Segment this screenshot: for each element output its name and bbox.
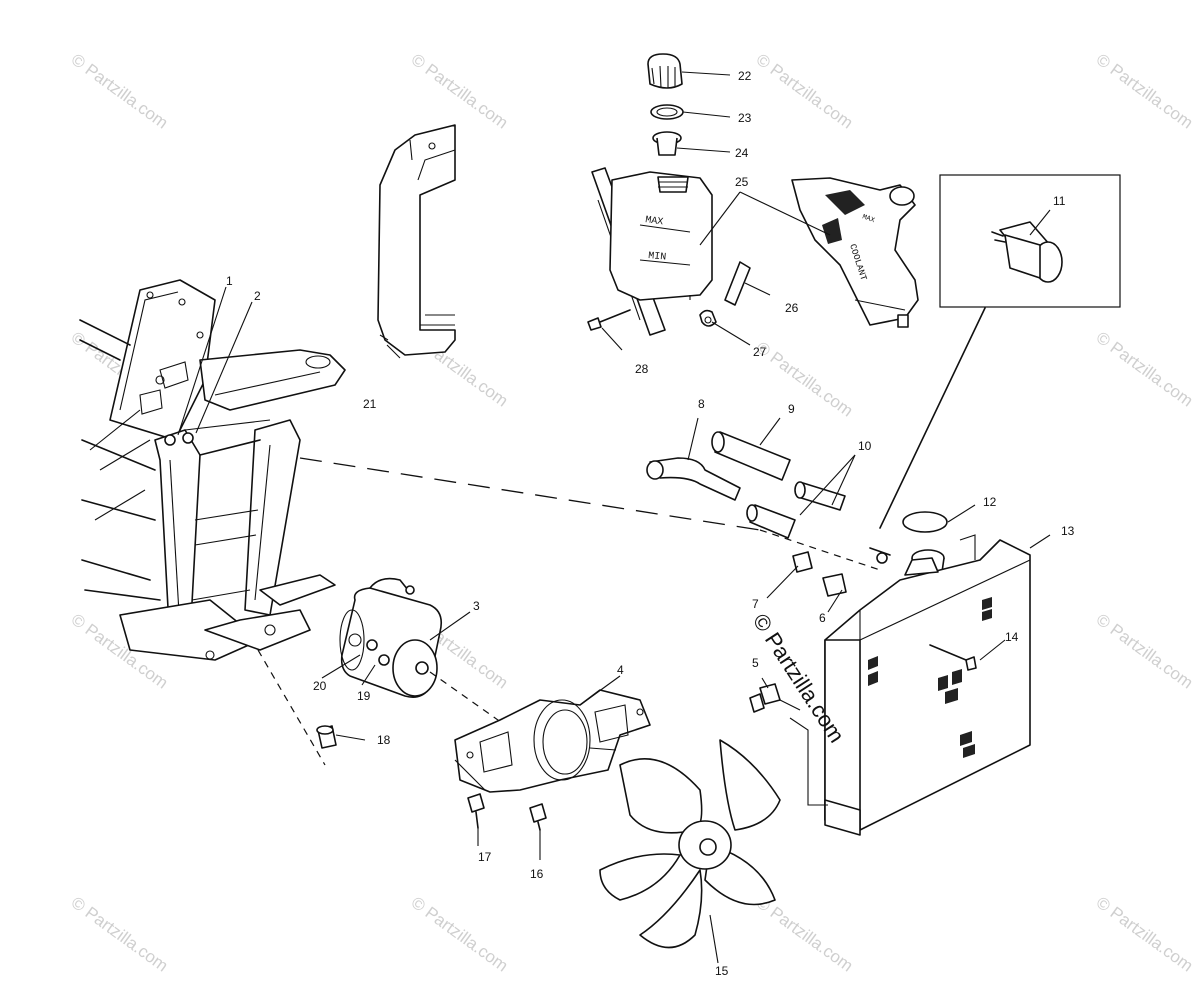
callout-8: 8	[698, 397, 705, 411]
callout-10: 10	[858, 439, 872, 453]
callout-13: 13	[1061, 524, 1075, 538]
watermark-text: © Partzilla.com	[753, 893, 857, 976]
callout-4: 4	[617, 663, 624, 677]
leader-lines	[177, 71, 1051, 964]
radiator	[824, 534, 1031, 836]
watermark-text: © Partzilla.com	[408, 50, 512, 133]
callout-19: 19	[357, 689, 371, 703]
callout-22: 22	[738, 69, 752, 83]
callout-24: 24	[735, 146, 749, 160]
callout-28: 28	[635, 362, 649, 376]
callout-5: 5	[752, 656, 759, 670]
callout-1: 1	[226, 274, 233, 288]
watermark-text: © Partzilla.com	[408, 893, 512, 976]
callout-11: 11	[1053, 194, 1066, 208]
callout-18: 18	[377, 733, 391, 747]
callout-15: 15	[715, 964, 729, 978]
coolant-bottle: COOLANT MAX	[791, 177, 919, 328]
watermark-text: © Partzilla.com	[68, 50, 172, 133]
callout-7: 7	[752, 597, 759, 611]
callout-6: 6	[819, 611, 826, 625]
tank-min-label: MIN	[648, 251, 667, 264]
callout-2: 2	[254, 289, 261, 303]
callout-21: 21	[363, 397, 377, 411]
watermark-text: © Partzilla.com	[753, 50, 857, 133]
callout-14: 14	[1005, 630, 1019, 644]
fittings-group	[792, 551, 847, 597]
callout-27: 27	[753, 345, 767, 359]
fan-blade	[599, 739, 781, 949]
hoses-group	[646, 431, 846, 539]
callout-17: 17	[478, 850, 492, 864]
bracket-screws	[467, 793, 547, 831]
callout-25: 25	[735, 175, 749, 189]
callout-23: 23	[738, 111, 752, 125]
watermark-text: © Partzilla.com	[753, 338, 857, 421]
vehicle-frame	[79, 279, 346, 661]
fan-motor	[339, 577, 443, 698]
coolant-reservoir-group: MAX MIN	[587, 53, 751, 336]
bushing	[316, 725, 337, 749]
watermark-text: © Partzilla.com	[1093, 610, 1197, 693]
watermark-text: © Partzilla.com	[1093, 893, 1197, 976]
callout-16: 16	[530, 867, 544, 881]
fan-bracket	[454, 689, 651, 793]
callout-26: 26	[785, 301, 799, 315]
watermark-text: © Partzilla.com	[1093, 328, 1197, 411]
watermark-text: © Partzilla.com	[1093, 50, 1197, 133]
radiator-cap-group	[869, 511, 948, 573]
callout-20: 20	[313, 679, 327, 693]
callout-9: 9	[788, 402, 795, 416]
watermark-text: © Partzilla.com	[68, 893, 172, 976]
tank-max-label: MAX	[644, 215, 663, 228]
callout-12: 12	[983, 495, 997, 509]
callout-3: 3	[473, 599, 480, 613]
sensor-inset-box	[939, 174, 1121, 308]
callout-labels: 1 2 3 4 5 6 7 8 9 10 11 12 13 14 15 16 1…	[226, 69, 1075, 978]
drain-petcock	[749, 683, 801, 713]
radiator-shroud	[377, 124, 456, 356]
